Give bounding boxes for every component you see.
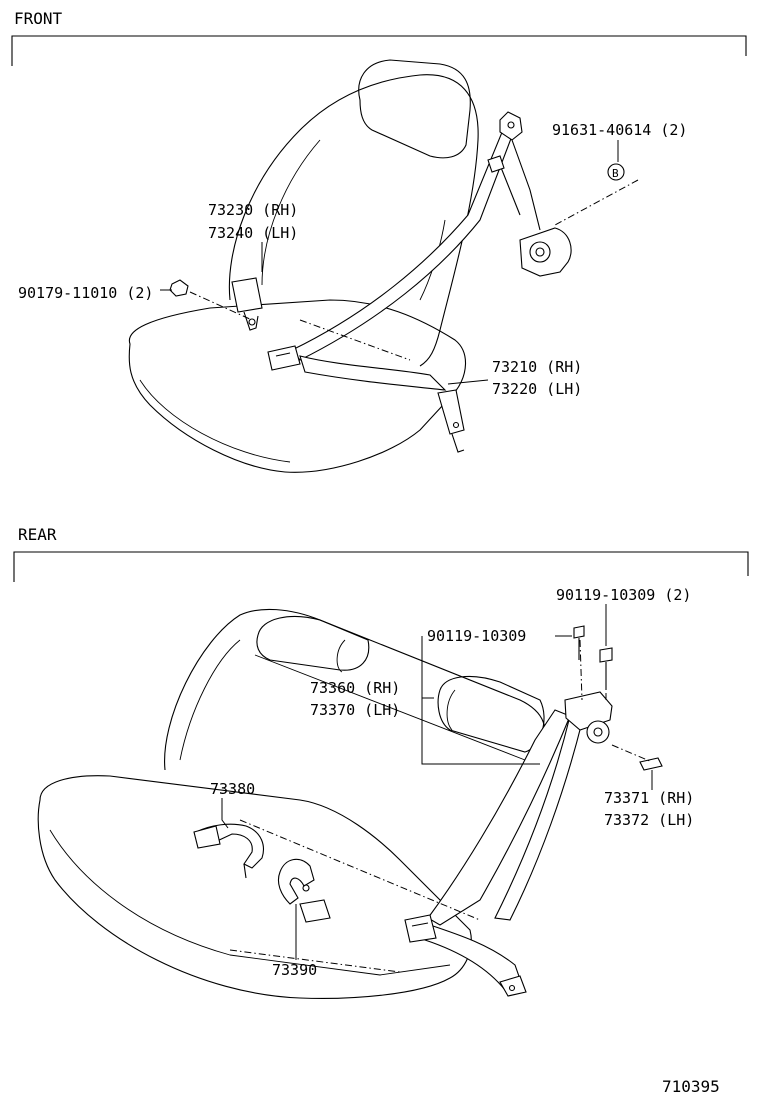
part-label-90119-10309: 90119-10309 (427, 627, 526, 645)
part-label-90119-10309-2: 90119-10309 (2) (556, 586, 691, 604)
part-label-73220-lh: 73220 (LH) (492, 380, 582, 398)
part-label-73240-lh: 73240 (LH) (208, 224, 298, 242)
part-label-73210-rh: 73210 (RH) (492, 358, 582, 376)
drawing-number: 710395 (662, 1077, 720, 1096)
part-label-73371-rh: 73371 (RH) (604, 789, 694, 807)
rear-section-title: REAR (18, 525, 57, 544)
rear-seat-drawing (37, 604, 663, 999)
front-seat-drawing: B (128, 59, 639, 473)
part-label-73230-rh: 73230 (RH) (208, 201, 298, 219)
part-label-73370-lh: 73370 (LH) (310, 701, 400, 719)
front-section-bracket (11, 35, 747, 66)
callout-marker-b: B (612, 167, 619, 180)
part-label-91631-40614: 91631-40614 (2) (552, 121, 687, 139)
part-label-90179-11010: 90179-11010 (2) (18, 284, 153, 302)
part-label-73360-rh: 73360 (RH) (310, 679, 400, 697)
front-section-title: FRONT (14, 9, 63, 28)
part-label-73372-lh: 73372 (LH) (604, 811, 694, 829)
part-label-73390: 73390 (272, 961, 317, 979)
part-label-73380: 73380 (210, 780, 255, 798)
rear-section-bracket (13, 551, 749, 582)
